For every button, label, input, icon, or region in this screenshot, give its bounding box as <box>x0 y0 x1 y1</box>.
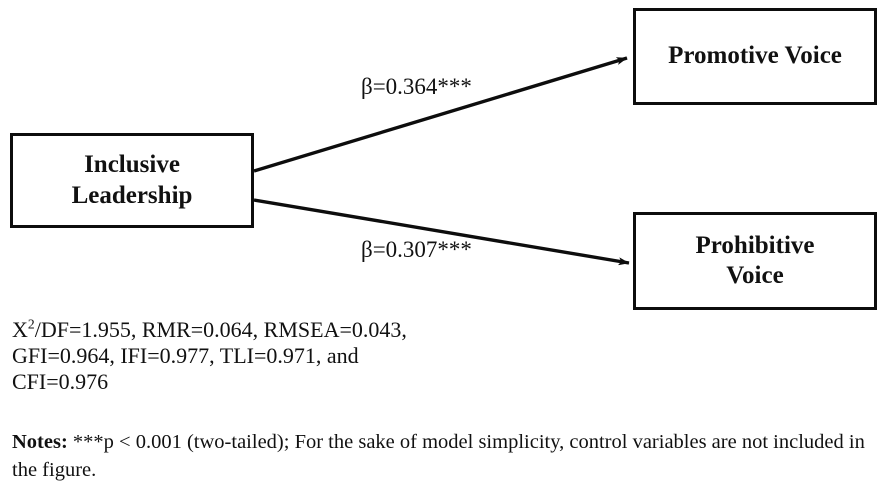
fit-indices-line-1: X2/DF=1.955, RMR=0.064, RMSEA=0.043, <box>12 316 407 342</box>
superscript-two: 2 <box>27 316 35 332</box>
node-prohibitive-voice: Prohibitive Voice <box>633 212 877 310</box>
node-promotive-voice-label: Promotive Voice <box>668 42 842 70</box>
model-fit-indices: X2/DF=1.955, RMR=0.064, RMSEA=0.043, GFI… <box>12 317 407 395</box>
node-inclusive-leadership-label: Inclusive Leadership <box>71 151 193 209</box>
figure-notes-text: ***p < 0.001 (two-tailed); For the sake … <box>12 431 865 481</box>
figure-notes: Notes: ***p < 0.001 (two-tailed); For th… <box>12 428 884 484</box>
path-coefficient-label-prohibitive: β=0.307*** <box>361 237 472 262</box>
path-coefficient-label-promotive: β=0.364*** <box>361 74 472 99</box>
node-inclusive-leadership: Inclusive Leadership <box>10 133 254 228</box>
node-promotive-voice: Promotive Voice <box>633 8 877 105</box>
figure-notes-label: Notes: <box>12 431 68 453</box>
fit-indices-line-2: GFI=0.964, IFI=0.977, TLI=0.971, and <box>12 343 359 368</box>
node-prohibitive-voice-label: Prohibitive Voice <box>695 231 815 290</box>
fit-indices-line-3: CFI=0.976 <box>12 369 109 394</box>
